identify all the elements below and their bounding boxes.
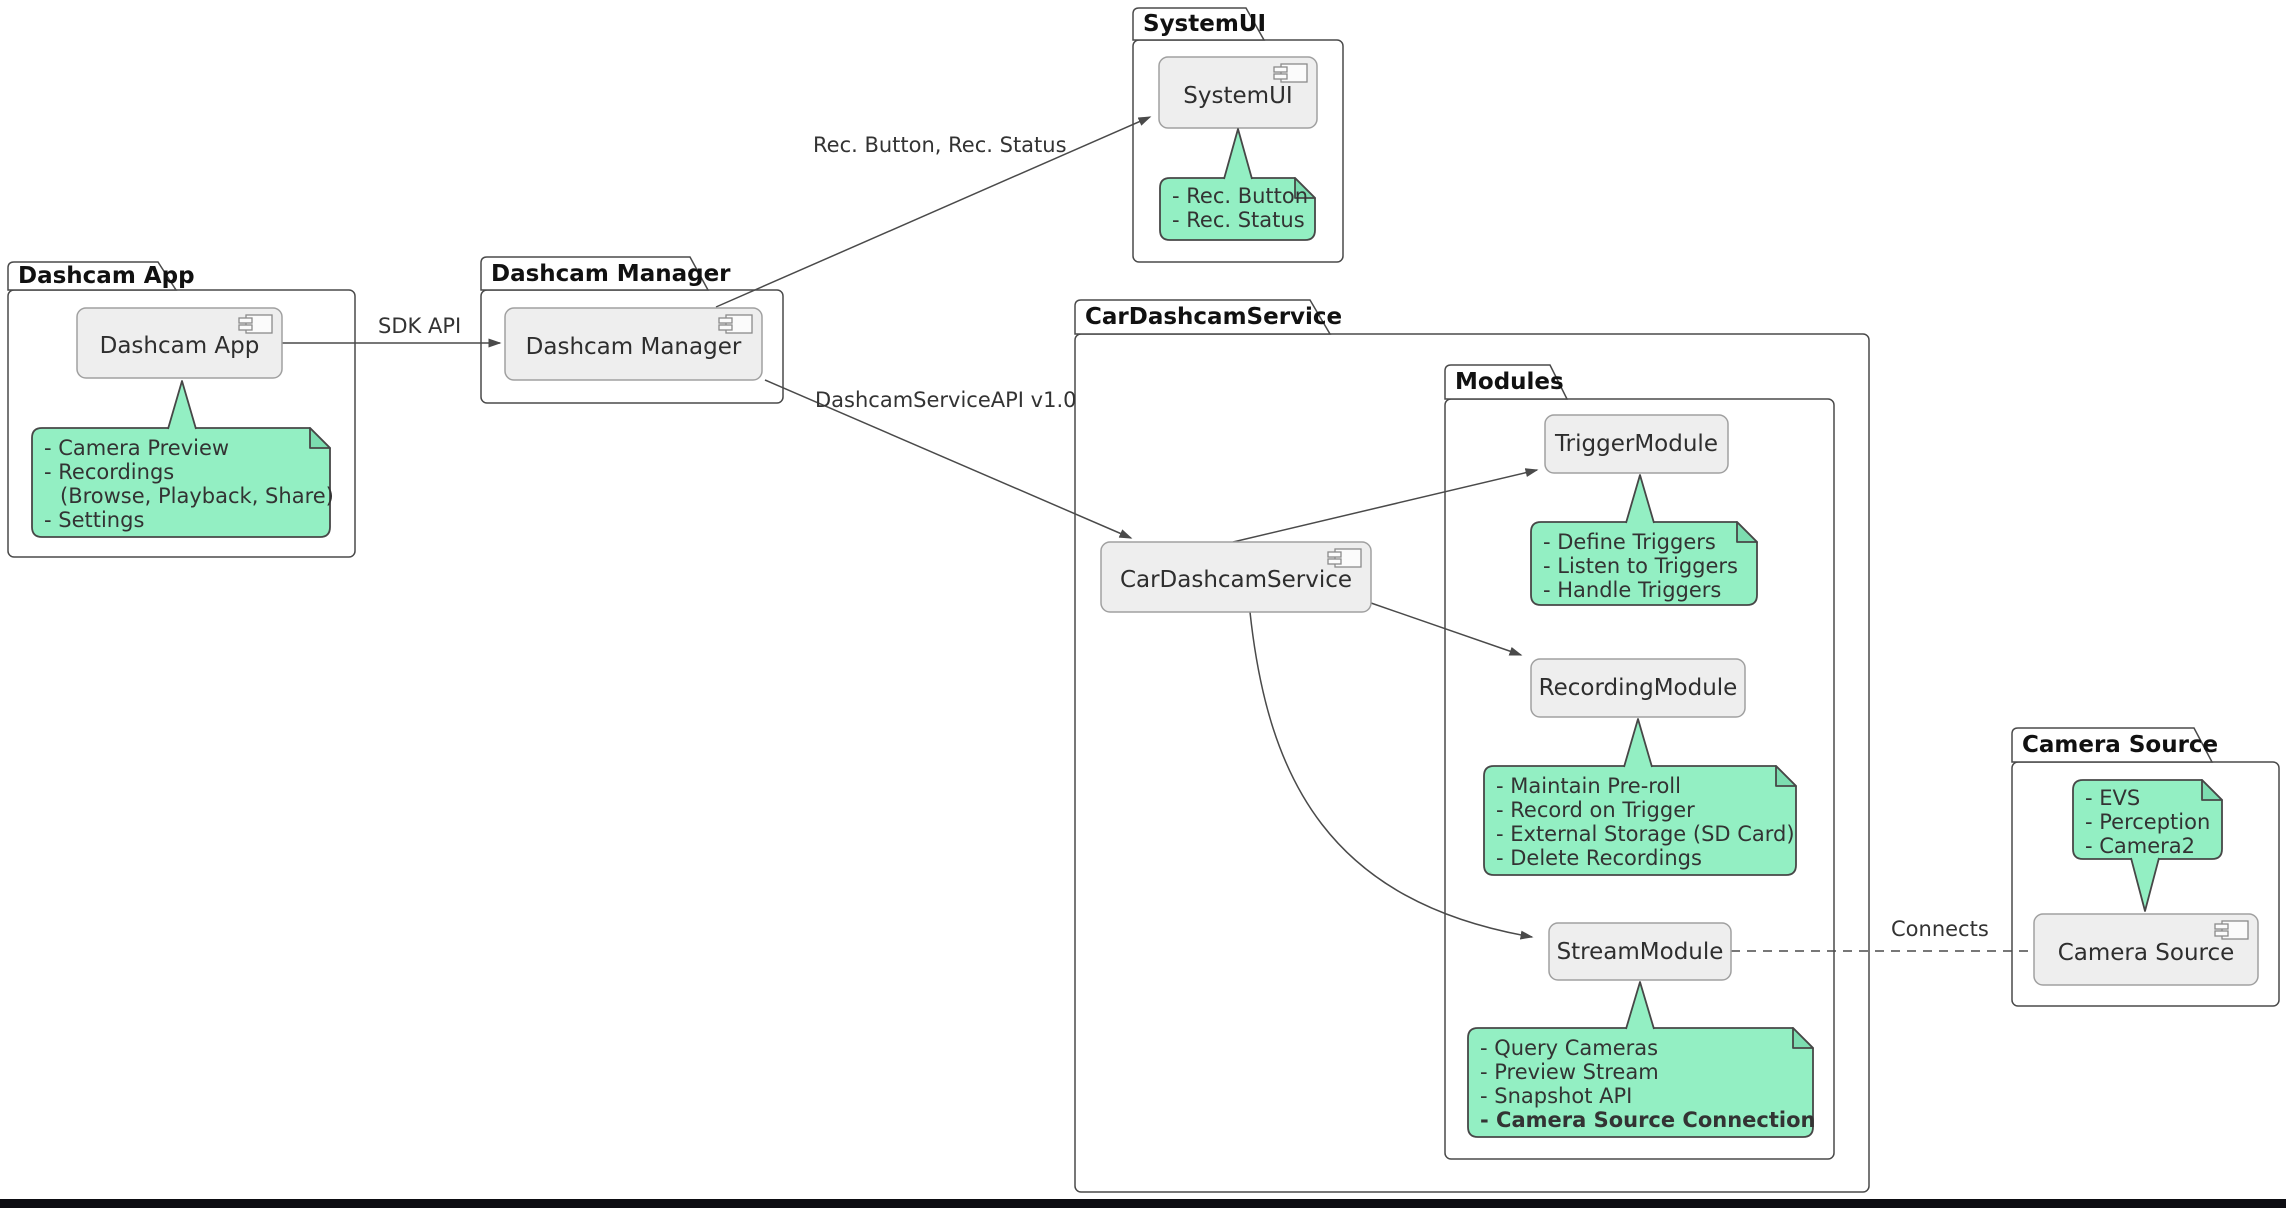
component-icon [1273,63,1308,83]
edge-to-stream-module [1249,611,1534,940]
edge-to-trigger-module [1232,468,1539,543]
note-line: - External Storage (SD Card) [1496,822,1795,846]
component-label-recording-module: RecordingModule [1538,675,1738,701]
note-line: - Camera2 [2085,834,2196,858]
note-line: - Settings [44,508,145,532]
edge-label-rec-button-status: Rec. Button, Rec. Status [813,133,1067,157]
note-systemui [1159,128,1316,241]
edge-rec-button-status [715,116,1152,308]
component-label-camera-source: Camera Source [2057,939,2235,966]
component-dashcam-app [76,307,283,379]
note-line: - Camera Preview [44,436,230,460]
note-line: - Maintain Pre-roll [1496,774,1681,798]
component-systemui [1158,56,1318,129]
bottom-bar [0,1199,2286,1208]
component-dashcam-manager [504,307,763,381]
component-recording-module [1530,658,1746,718]
note-dashcam-app [31,380,331,538]
component-camera-source [2033,913,2259,986]
note-line: - Query Cameras [1480,1036,1659,1060]
note-line: - Rec. Button [1172,184,1309,208]
package-title-car-dashcam-service: CarDashcamService [1085,304,1343,330]
package-title-dashcam-app: Dashcam App [18,263,195,289]
package-title-systemui: SystemUI [1143,11,1267,37]
component-icon [718,314,753,334]
component-label-trigger-module: TriggerModule [1555,431,1718,457]
component-icon [1327,548,1362,568]
component-label-car-dashcam-service: CarDashcamService [1119,567,1353,593]
note-line: - Listen to Triggers [1543,554,1738,578]
note-line: - EVS [2085,786,2141,810]
note-line: - Preview Stream [1480,1060,1659,1084]
component-label-stream-module: StreamModule [1556,938,1724,965]
component-label-dashcam-app: Dashcam App [99,333,260,359]
package-title-dashcam-manager: Dashcam Manager [491,260,731,287]
note-line: - Rec. Status [1172,208,1305,232]
edge-label-sdk-api: SDK API [378,314,462,338]
note-line: - Record on Trigger [1496,798,1695,822]
component-stream-module [1548,922,1732,981]
note-line: - Camera Source Connection [1480,1108,1816,1132]
note-recording-module [1483,718,1797,876]
edge-label-connects: Connects [1891,917,1989,941]
package-title-modules: Modules [1455,369,1564,395]
note-line: - Recordings [44,460,175,484]
edge-label-dashcam-service-api: DashcamServiceAPI v1.0 [815,388,1077,412]
component-icon [238,314,273,334]
note-stream-module [1467,981,1814,1138]
component-icon [2214,920,2249,940]
note-line: - Delete Recordings [1496,846,1702,870]
component-car-dashcam-service [1100,541,1372,613]
edge-dashcam-service-api [764,379,1133,539]
package-title-camera-source: Camera Source [2022,732,2219,758]
note-trigger-module [1530,474,1758,606]
edge-to-recording-module [1370,602,1523,656]
note-line: - Perception [2085,810,2211,834]
note-line: (Browse, Playback, Share) [60,484,334,508]
component-trigger-module [1544,414,1729,474]
note-camera-source [2072,779,2223,912]
note-line: - Define Triggers [1543,530,1716,554]
component-label-dashcam-manager: Dashcam Manager [525,334,742,360]
diagram-edges [282,116,2034,952]
component-label-systemui: SystemUI [1183,82,1293,109]
note-line: - Snapshot API [1480,1084,1633,1108]
note-line: - Handle Triggers [1543,578,1722,602]
